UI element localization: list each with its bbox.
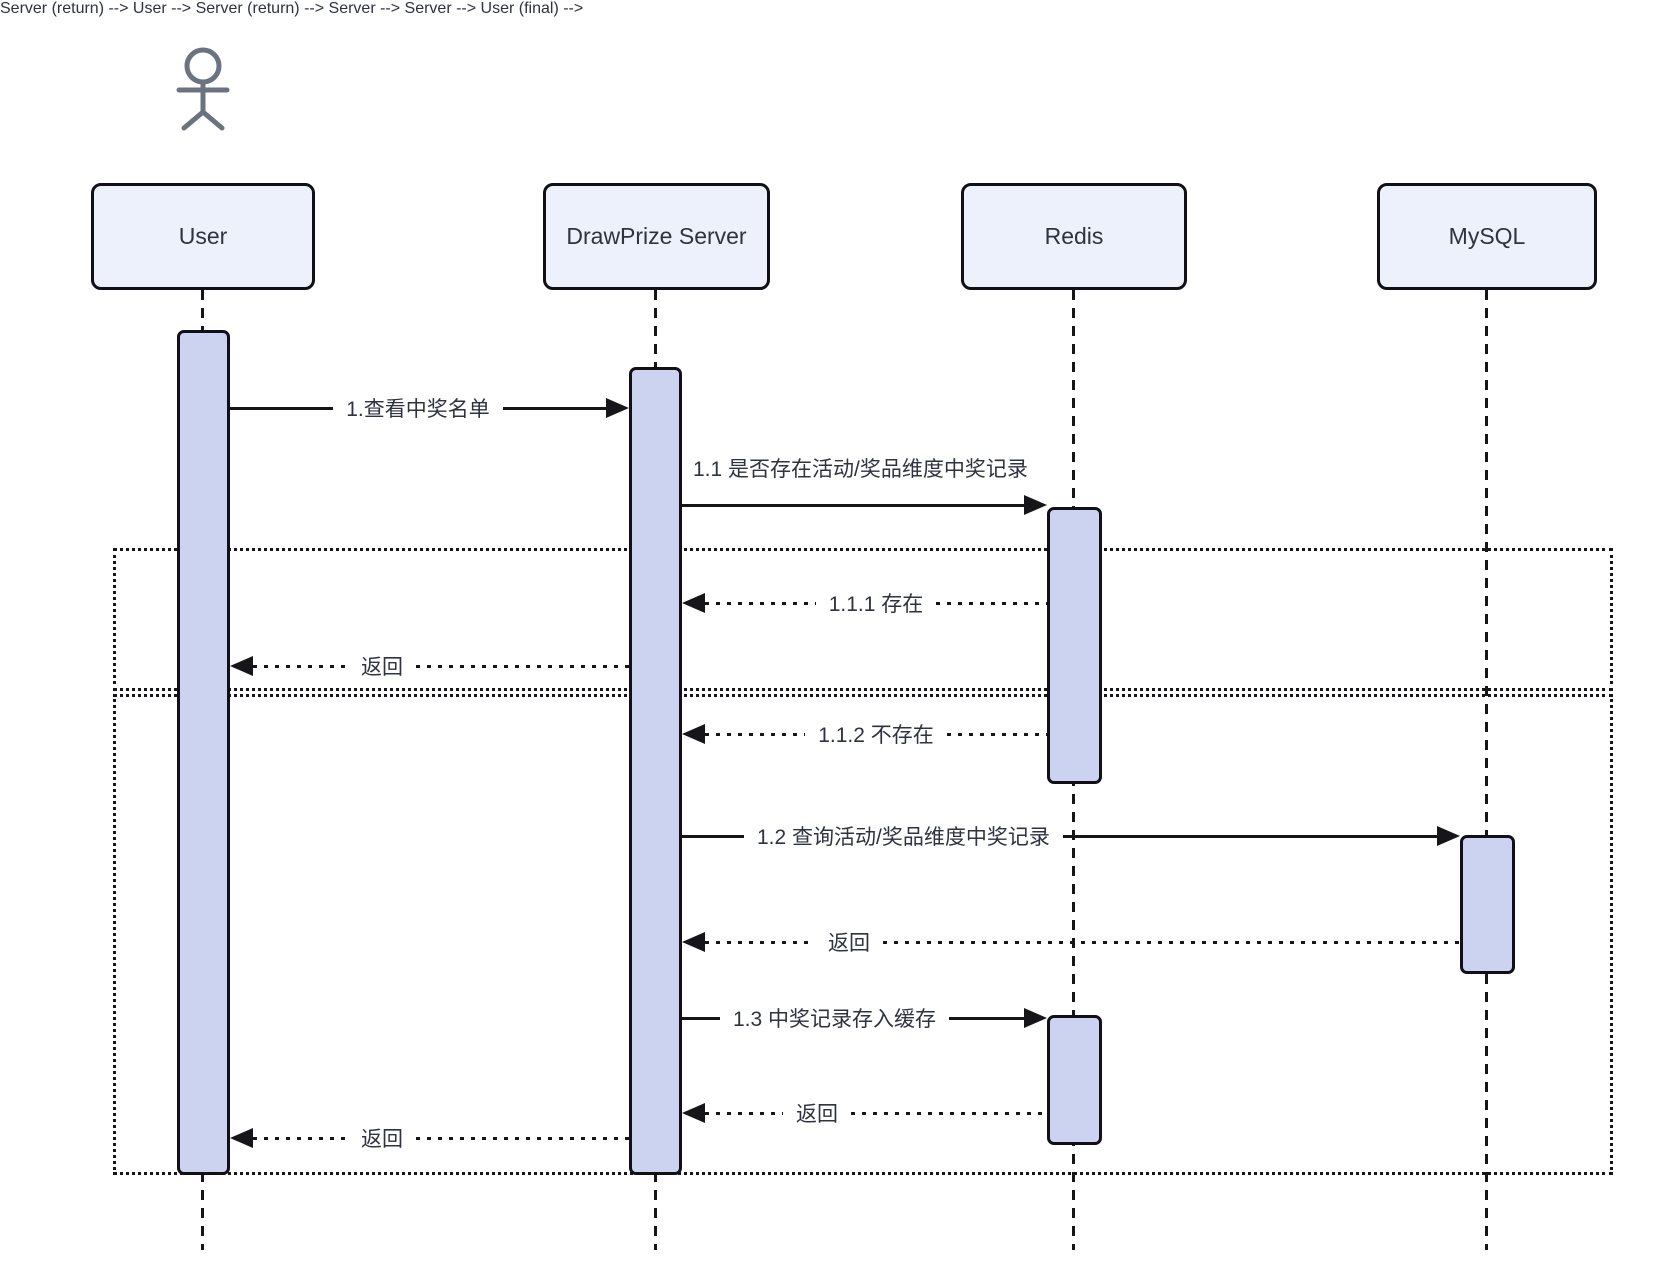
arrowhead-right-icon [1437, 826, 1460, 846]
arrowhead-left-icon [230, 1128, 253, 1148]
participant-drawprize-server: DrawPrize Server [543, 183, 770, 290]
activation-bar-redis-1 [1047, 507, 1102, 784]
message-1-2-label: 1.2 查询活动/奖品维度中奖记录 [757, 826, 1050, 849]
person-stick-figure-icon [176, 47, 230, 131]
participant-redis: Redis [961, 183, 1187, 290]
message-1-1-1-line [705, 601, 816, 605]
message-1-1-line [682, 503, 1024, 507]
arrowhead-right-icon [606, 398, 630, 418]
message-return-from-redis: 返回 [682, 1096, 1047, 1130]
activation-bar-server [629, 367, 682, 1175]
message-return-to-user-1: 返回 [230, 649, 629, 683]
participant-redis-label: Redis [1044, 223, 1104, 249]
fragment-frame-exists [113, 548, 1613, 691]
message-1-3: 1.3 中奖记录存入缓存 [682, 1001, 1047, 1035]
arrowhead-left-icon [682, 724, 705, 744]
activation-bar-redis-2 [1047, 1015, 1102, 1145]
arrowhead-left-icon [230, 656, 253, 676]
participant-user: User [91, 183, 315, 290]
message-1-label: 1.查看中奖名单 [346, 398, 490, 421]
participant-drawprize-server-label: DrawPrize Server [566, 223, 747, 249]
participant-mysql: MySQL [1377, 183, 1597, 290]
message-1-1-1: 1.1.1 存在 [682, 586, 1048, 620]
fragment-frame-not-exists [113, 694, 1613, 1175]
message-1: 1.查看中奖名单 [230, 391, 630, 425]
message-1-1-2-label: 1.1.2 不存在 [818, 724, 934, 747]
participant-user-label: User [178, 223, 228, 249]
participant-mysql-label: MySQL [1448, 223, 1526, 249]
arrowhead-right-icon [1024, 495, 1047, 515]
message-1-2: 1.2 查询活动/奖品维度中奖记录 [682, 819, 1460, 853]
message-return-to-user-2-label: 返回 [361, 1128, 403, 1151]
arrowhead-left-icon [682, 1103, 705, 1123]
message-1-1-label: 1.1 是否存在活动/奖品维度中奖记录 [693, 458, 1028, 481]
message-return-from-redis-label: 返回 [796, 1103, 838, 1126]
arrowhead-left-icon [682, 932, 705, 952]
message-return-from-mysql-label: 返回 [828, 932, 870, 955]
arrowhead-left-icon [682, 593, 705, 613]
message-return-to-user-1-label: 返回 [361, 656, 403, 679]
message-return-from-mysql: 返回 [682, 925, 1460, 959]
message-1-3-label: 1.3 中奖记录存入缓存 [733, 1008, 937, 1031]
activation-bar-user [177, 330, 230, 1175]
message-1-line [230, 406, 334, 410]
message-1-1-2-line [705, 732, 806, 736]
message-return-to-user-2: 返回 [230, 1121, 629, 1155]
activation-bar-mysql [1460, 835, 1515, 974]
lifeline-mysql [1485, 290, 1488, 1250]
message-1-3-line [949, 1016, 1024, 1020]
message-1-2-line [1062, 834, 1437, 838]
message-1-1-2: 1.1.2 不存在 [682, 717, 1048, 751]
message-1-1-1-label: 1.1.1 存在 [828, 593, 924, 616]
arrowhead-right-icon [1024, 1008, 1047, 1028]
message-1-1 [682, 488, 1047, 522]
